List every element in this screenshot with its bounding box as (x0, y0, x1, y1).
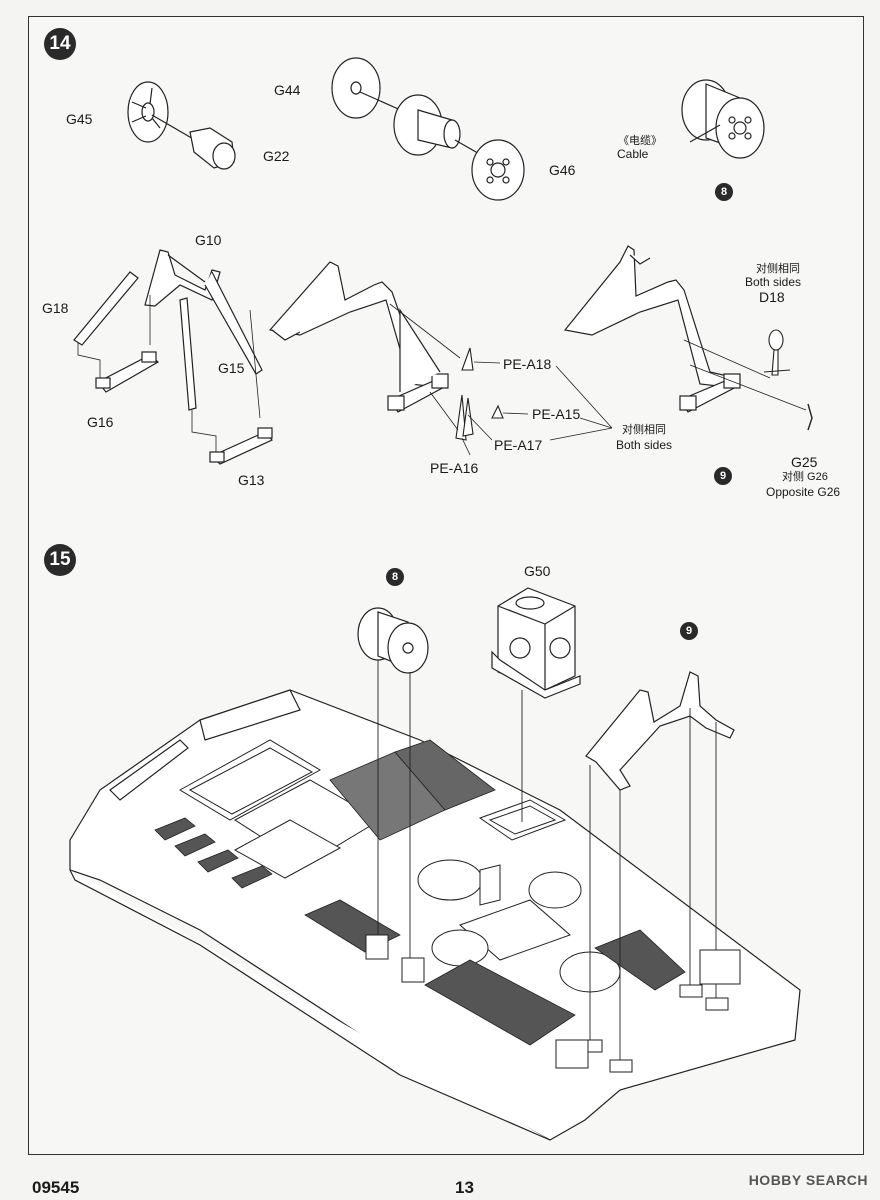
sub-assembly-8-ref: 8 (386, 568, 404, 586)
page-number: 13 (455, 1178, 474, 1197)
label-both-sides-en: Both sides (616, 438, 673, 452)
part-g16 (97, 354, 160, 393)
label-cable-cn: 《电缆》 (618, 135, 662, 147)
label-g46: G46 (549, 162, 576, 178)
step-15-badge: 15 (44, 544, 76, 576)
part-pe-a18 (461, 347, 474, 371)
part-g46 (471, 139, 525, 201)
part-g50 (491, 587, 581, 699)
label-pe-a16: PE-A16 (430, 460, 479, 476)
reel-assembly-8 (357, 607, 429, 674)
part-spool (393, 94, 461, 156)
label-d18: D18 (759, 289, 785, 305)
deck-fittings (365, 934, 741, 1073)
label-g15: G15 (218, 360, 245, 376)
sub-assembly-8-badge: 8 (715, 183, 733, 201)
label-both-sides-cn: 对侧相同 (622, 424, 666, 436)
frame-assembly-center (268, 261, 449, 413)
label-pe-a18: PE-A18 (503, 356, 552, 372)
label-g22: G22 (263, 148, 290, 164)
part-d18 (763, 329, 791, 376)
label-both-sides-cn-2: 对侧相同 (756, 263, 800, 275)
label-g18: G18 (42, 300, 69, 316)
part-g44 (331, 57, 381, 119)
label-cable-en: Cable (617, 147, 649, 161)
label-both-sides-en-2: Both sides (745, 275, 802, 289)
cable-reel (681, 79, 765, 159)
label-g45: G45 (66, 111, 93, 127)
sub-assembly-9-badge: 9 (714, 467, 732, 485)
label-g25: G25 (791, 454, 818, 470)
part-g25 (807, 403, 813, 431)
part-pe-a15 (491, 404, 504, 419)
label-g50: G50 (524, 563, 551, 579)
label-g10: G10 (195, 232, 222, 248)
watermark: HOBBY SEARCH (748, 1172, 868, 1188)
label-pe-a17: PE-A17 (494, 437, 543, 453)
frame-parts-left (73, 249, 273, 465)
part-g18 (73, 271, 139, 346)
label-g44: G44 (274, 82, 301, 98)
label-pe-a15: PE-A15 (532, 406, 581, 422)
sub-assembly-9-ref: 9 (680, 622, 698, 640)
frame-assembly-9 (585, 671, 735, 791)
attach-lines (377, 660, 717, 1066)
label-opposite-en: Opposite G26 (766, 485, 841, 499)
frame-assembly-right (563, 245, 741, 413)
label-g16: G16 (87, 414, 114, 430)
part-g15 (179, 297, 197, 411)
label-opposite-cn: 对侧 G26 (782, 471, 828, 483)
label-g13: G13 (238, 472, 265, 488)
part-g22 (189, 127, 236, 170)
pe-parts (455, 347, 504, 441)
step-14-badge: 14 (44, 28, 76, 60)
product-code: 09545 (32, 1178, 80, 1197)
deck-hatches (179, 739, 621, 993)
part-g45 (127, 81, 169, 143)
part-pe-a17 (462, 397, 474, 437)
